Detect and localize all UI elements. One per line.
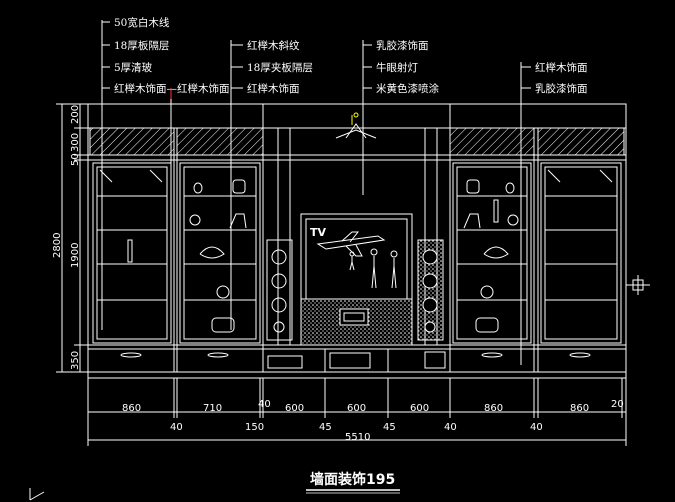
label-column-2: 红榉木斜纹 18厚夹板隔层 红榉木饰面 [247,39,313,95]
dim-h-150: 150 [245,422,264,433]
label-spotlight: 牛眼射灯 [376,61,418,74]
label-column-4: 红榉木饰面 乳胶漆饰面 [535,61,588,95]
drawing-title: 墙面装饰195 [310,471,395,488]
dim-h-860-c: 860 [570,403,589,414]
dim-h-600-a: 600 [285,403,304,414]
ucs-icon [29,488,45,501]
wall-elevation [87,103,627,379]
accent-marks [170,88,650,295]
label-beech-veneer-3: 红榉木饰面 [535,61,588,74]
dim-h-600-c: 600 [410,403,429,414]
dim-h-45-a: 45 [319,422,332,433]
label-beech-veneer: 红榉木饰面—红榉木饰面 [114,82,230,95]
vertical-dimension-labels: 200 300 50 1900 2800 350 [52,105,81,370]
dim-total: 5510 [345,432,370,443]
dim-h-600-b: 600 [347,403,366,414]
label-latex-paint: 乳胶漆饰面 [376,39,429,52]
dim-h-860-b: 860 [484,403,503,414]
label-latex-paint-2: 乳胶漆饰面 [535,82,588,95]
label-column-1: 50宽白木线 18厚板隔层 5厚清玻 红榉木饰面—红榉木饰面 [114,16,230,95]
label-beech-veneer-2: 红榉木饰面 [247,82,300,95]
horizontal-dimension-labels: 860 710 40 600 600 600 860 860 20 40 150… [122,399,624,443]
tv-label: TV [310,226,327,239]
dim-v-50: 50 [70,153,81,166]
dim-h-45-b: 45 [383,422,396,433]
label-beech-diagonal: 红榉木斜纹 [247,39,300,52]
label-beige-spray: 米黄色漆喷涂 [376,82,439,95]
dim-v-300: 300 [70,133,81,152]
dim-v-350: 350 [70,351,81,370]
dim-h-40-d: 40 [530,422,543,433]
dim-h-40-a: 40 [258,399,271,410]
label-clear-glass: 5厚清玻 [114,61,153,74]
dim-h-860-a: 860 [122,403,141,414]
title-block: 墙面装饰195 [306,471,400,494]
label-shelf-board: 18厚板隔层 [114,39,169,52]
dim-h-40-b: 40 [170,422,183,433]
label-column-3: 乳胶漆饰面 牛眼射灯 米黄色漆喷涂 [376,39,439,95]
dim-v-200: 200 [70,105,81,124]
dim-v-2800: 2800 [52,233,63,258]
dim-v-1900: 1900 [70,243,81,268]
vertical-dimensions [56,103,88,373]
dim-h-20: 20 [611,399,624,410]
label-plywood-shelf: 18厚夹板隔层 [247,61,313,74]
horizontal-dimension-lines [87,378,627,446]
dim-h-710: 710 [203,403,222,414]
label-wood-trim: 50宽白木线 [114,16,170,29]
dim-h-40-c: 40 [444,422,457,433]
